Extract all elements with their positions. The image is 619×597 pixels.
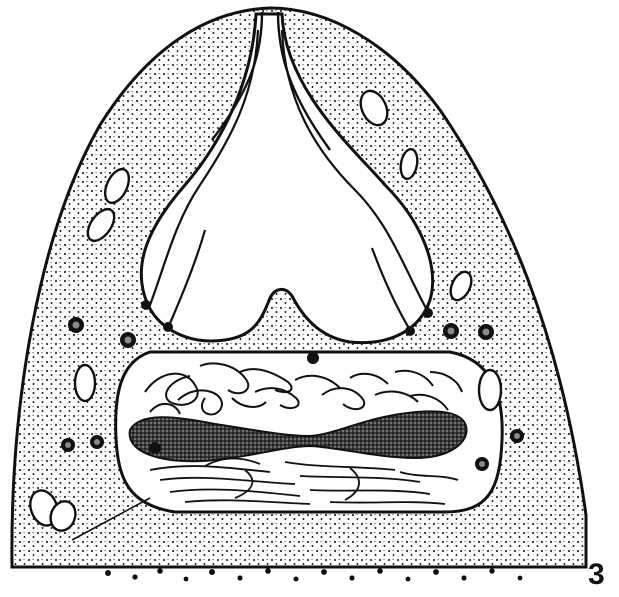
band-centromere-spot bbox=[149, 442, 161, 454]
panel-number: 3 bbox=[588, 560, 605, 590]
small-dark-granule bbox=[307, 352, 319, 364]
basal-dot-row bbox=[105, 568, 522, 581]
